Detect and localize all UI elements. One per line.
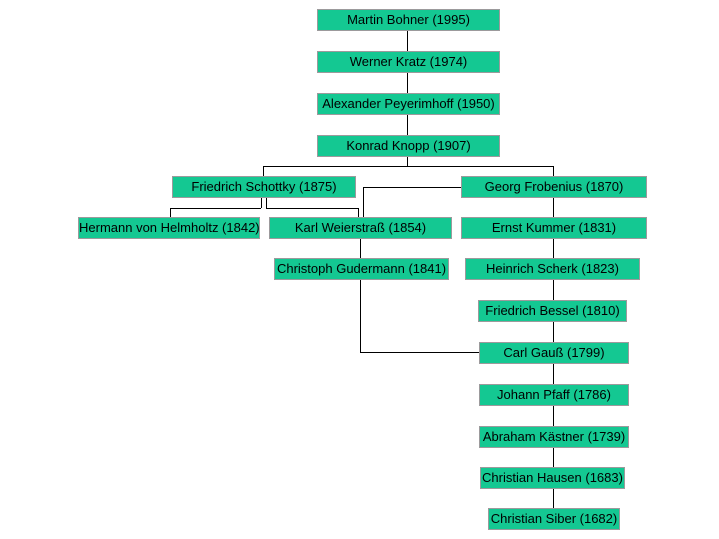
node-abraham-kaestner[interactable]: Abraham Kästner (1739): [479, 426, 629, 448]
edge-schottky-helmholtz-drop: [170, 208, 171, 217]
edge-pfaff-kaestner: [553, 406, 554, 426]
node-hermann-von-helmholtz[interactable]: Hermann von Helmholtz (1842): [78, 217, 260, 239]
node-alexander-peyerimhoff[interactable]: Alexander Peyerimhoff (1950): [317, 93, 500, 115]
edge-kratz-peyerimhoff: [407, 73, 408, 93]
edge-schottky-helmholtz-hline: [170, 208, 261, 209]
edge-schottky-stem-left: [261, 198, 262, 208]
edge-knopp-branch-hline: [263, 166, 553, 167]
node-werner-kratz[interactable]: Werner Kratz (1974): [317, 51, 500, 73]
node-ernst-kummer[interactable]: Ernst Kummer (1831): [461, 217, 647, 239]
node-christian-hausen[interactable]: Christian Hausen (1683): [480, 467, 625, 489]
node-christoph-gudermann[interactable]: Christoph Gudermann (1841): [274, 258, 449, 280]
edge-schottky-weierstrass-drop: [358, 208, 359, 217]
edge-schottky-stem-right: [266, 198, 267, 208]
node-heinrich-scherk[interactable]: Heinrich Scherk (1823): [465, 258, 640, 280]
node-karl-weierstrass[interactable]: Karl Weierstraß (1854): [269, 217, 452, 239]
edge-gudermann-gauss-drop: [360, 280, 361, 353]
node-carl-gauss[interactable]: Carl Gauß (1799): [479, 342, 629, 364]
node-friedrich-bessel[interactable]: Friedrich Bessel (1810): [478, 300, 627, 322]
edge-knopp-schottky-drop: [263, 166, 264, 176]
node-friedrich-schottky[interactable]: Friedrich Schottky (1875): [172, 176, 356, 198]
node-martin-bohner[interactable]: Martin Bohner (1995): [317, 9, 500, 31]
node-georg-frobenius[interactable]: Georg Frobenius (1870): [461, 176, 647, 198]
edge-kummer-scherk: [553, 239, 554, 258]
edge-bohner-kratz: [407, 31, 408, 51]
edge-frobenius-kummer: [553, 198, 554, 217]
node-konrad-knopp[interactable]: Konrad Knopp (1907): [317, 135, 500, 157]
edge-schottky-weierstrass-hline: [266, 208, 358, 209]
edge-kaestner-hausen: [553, 448, 554, 467]
edge-peyerimhoff-knopp: [407, 115, 408, 135]
edge-frobenius-weierstrass-drop: [363, 187, 364, 217]
edge-weierstrass-gudermann: [360, 239, 361, 258]
edge-scherk-bessel: [553, 280, 554, 300]
node-johann-pfaff[interactable]: Johann Pfaff (1786): [479, 384, 629, 406]
edge-knopp-frobenius-drop: [553, 166, 554, 176]
edge-frobenius-weierstrass-hline: [363, 187, 461, 188]
edge-knopp-stem: [407, 157, 408, 167]
edge-hausen-siber: [553, 489, 554, 508]
edge-gudermann-gauss-hline: [360, 352, 479, 353]
node-christian-siber[interactable]: Christian Siber (1682): [488, 508, 620, 530]
edge-gauss-pfaff: [553, 364, 554, 384]
edge-bessel-gauss: [553, 322, 554, 342]
